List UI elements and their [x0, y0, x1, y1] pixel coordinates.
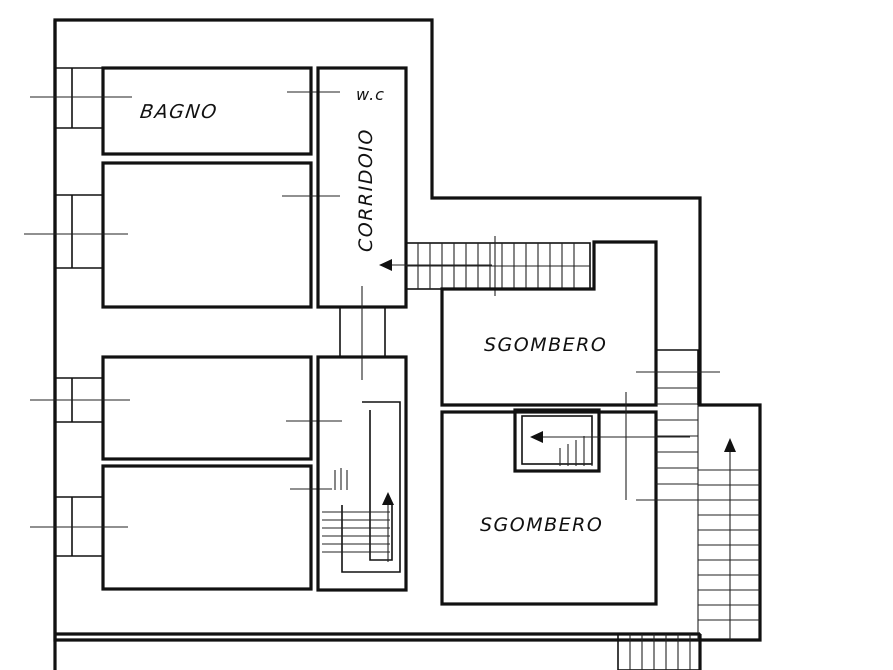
stair-upper	[379, 236, 591, 296]
label-wc: w.c	[356, 85, 385, 104]
stair-inner	[513, 392, 690, 500]
stair-exterior	[617, 349, 760, 670]
room-sgombero-lower	[440, 410, 658, 606]
stair-hall-middle	[316, 355, 408, 592]
label-sgombero-upper: SGOMBERO	[484, 334, 607, 356]
window-marks-left	[24, 91, 342, 528]
room-left-2	[101, 161, 313, 309]
room-sgombero-upper	[440, 240, 658, 407]
room-left-3	[101, 355, 313, 461]
room-left-4	[101, 464, 313, 591]
label-sgombero-lower: SGOMBERO	[480, 514, 603, 536]
label-corridoio: CORRIDOIO	[355, 128, 377, 252]
left-facade	[55, 67, 103, 557]
label-bagno: BAGNO	[139, 100, 220, 123]
room-bagno	[101, 66, 313, 156]
room-corridoio	[316, 66, 408, 380]
